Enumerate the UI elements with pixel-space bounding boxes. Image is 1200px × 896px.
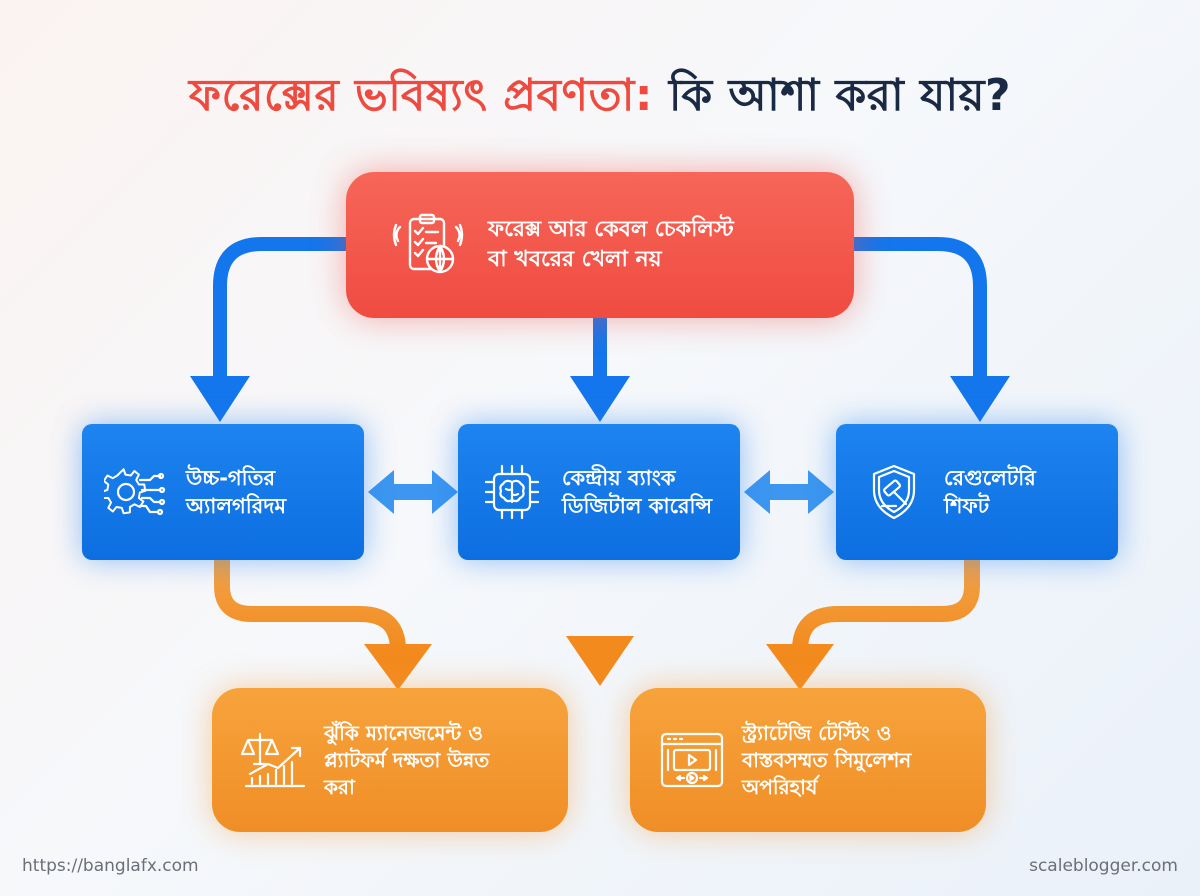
title-highlight: ফরেক্সের ভবিষ্যৎ প্রবণতা: (188, 70, 654, 121)
top-box-line2: বা খবরের খেলা নয় (488, 247, 662, 272)
risk-management-box: ঝুঁকি ম্যানেজমেন্ট ও প্ল্যাটফর্ম দক্ষতা … (212, 688, 568, 832)
strategy-testing-box: স্ট্র্যাটেজি টেস্টিং ও বাস্তবসম্মত সিমুল… (630, 688, 986, 832)
arrow-right-to-bottom (792, 560, 980, 651)
top-box-text: ফরেক্স আর কেবল চেকলিস্ট বা খবরের খেলা নয… (488, 215, 734, 274)
risk-line1: ঝুঁকি ম্যানেজমেন্ট ও (324, 720, 483, 745)
video-player-icon (656, 724, 728, 796)
strategy-line1: স্ট্র্যাটেজি টেস্টিং ও (742, 720, 892, 745)
risk-line3: করা (324, 774, 355, 799)
algorithm-line2: অ্যালগরিদম (186, 494, 287, 518)
title-rest: কি আশা করা যায়? (653, 70, 1012, 121)
algorithm-box: উচ্চ-গতির অ্যালগরিদম (82, 424, 364, 560)
footer-left-url[interactable]: https://banglafx.com (22, 856, 199, 876)
algorithm-line1: উচ্চ-গতির (186, 465, 276, 490)
regulatory-line1: রেগুলেটরি (944, 465, 1036, 490)
risk-line2: প্ল্যাটফর্ম দক্ষতা উন্নত (324, 747, 490, 772)
cbdc-line2: ডিজিটাল কারেন্সি (562, 494, 713, 518)
gear-circuit-icon (104, 460, 168, 524)
bidirectional-arrows (368, 470, 834, 514)
regulatory-line2: শিফট (944, 494, 990, 518)
strategy-line2: বাস্তবসম্মত সিমুলেশন (742, 747, 912, 772)
shield-gavel-icon (862, 460, 926, 524)
footer-right-url[interactable]: scaleblogger.com (1029, 856, 1178, 876)
top-box-line1: ফরেক্স আর কেবল চেকলিস্ট (488, 217, 734, 243)
brain-chip-icon (480, 460, 544, 524)
regulatory-box: রেগুলেটরি শিফট (836, 424, 1118, 560)
page-title: ফরেক্সের ভবিষ্যৎ প্রবণতা: কি আশা করা যায… (0, 62, 1200, 135)
arrow-left-to-bottom (214, 560, 406, 651)
scales-growth-chart-icon (238, 724, 310, 796)
strategy-line3: অপরিহার্য (742, 774, 818, 799)
arrow-top-to-left (213, 237, 346, 382)
top-box: ফরেক্স আর কেবল চেকলিস্ট বা খবরের খেলা নয… (346, 172, 854, 318)
cbdc-line1: কেন্দ্রীয় ব্যাংক (562, 465, 676, 490)
cbdc-box: কেন্দ্রীয় ব্যাংক ডিজিটাল কারেন্সি (458, 424, 740, 560)
arrow-top-to-right (854, 237, 987, 382)
checklist-globe-icon (390, 207, 466, 283)
